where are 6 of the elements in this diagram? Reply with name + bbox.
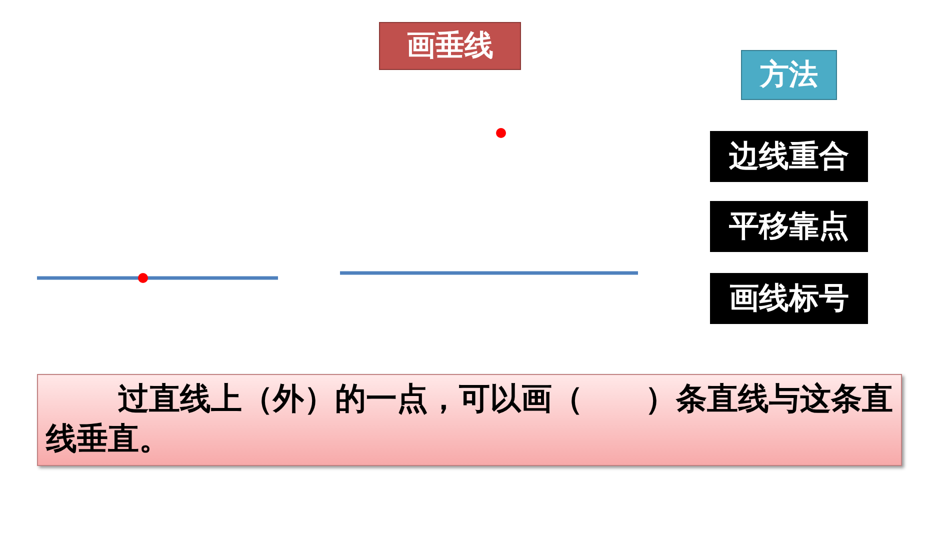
method-label: 画线标号 xyxy=(710,273,868,324)
heading-label: 方法 xyxy=(741,50,837,100)
method-label: 平移靠点 xyxy=(710,201,868,252)
method-label: 边线重合 xyxy=(710,131,868,182)
title: 画垂线 xyxy=(379,22,521,70)
question-box: 过直线上（外）的一点，可以画（ ）条直线与这条直线垂直。 xyxy=(37,374,902,466)
